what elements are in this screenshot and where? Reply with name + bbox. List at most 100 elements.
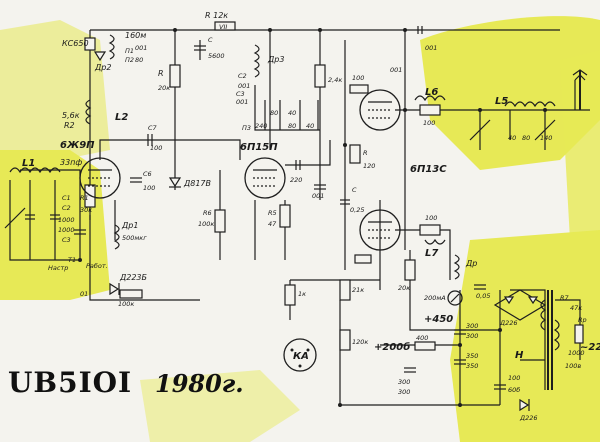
label-30k: 30к — [80, 206, 92, 214]
capacitor-220 — [295, 160, 301, 170]
label-47k: 47к — [570, 304, 582, 312]
diode-d817 — [168, 177, 182, 188]
resistor-100-grid — [354, 254, 372, 264]
tube-6zh9p — [79, 157, 121, 199]
label-60b: 60б — [508, 386, 520, 394]
resistor-100-l7 — [419, 224, 441, 236]
power-transformer — [540, 290, 560, 390]
label-140: 140 — [540, 134, 552, 142]
label-l7: L7 — [425, 248, 438, 259]
resistor-100-tube3 — [349, 84, 369, 94]
label-400: 400 — [416, 334, 428, 342]
resistor-100k — [119, 289, 143, 299]
label-l2: L2 — [115, 112, 128, 123]
inductor-l2 — [85, 99, 92, 125]
tube-6p13s-upper — [359, 89, 401, 131]
label-100e: 100 — [425, 214, 437, 222]
inductor-dr-plate — [453, 254, 460, 280]
label-1000b: 1000 — [58, 226, 75, 234]
label-2-4k: 2,4к — [328, 76, 342, 84]
capacitor-001-right — [314, 184, 326, 190]
label-r1: R1 — [80, 194, 89, 202]
label-tube2: 6П15П — [240, 142, 278, 153]
label-120: 120 — [363, 162, 375, 170]
label-r2: R2 — [64, 121, 75, 130]
label-220: 220 — [290, 176, 302, 184]
label-001c: 001 — [236, 98, 248, 106]
label-100f: 100 — [508, 374, 520, 382]
label-001e: 001 — [425, 44, 437, 52]
label-100d: 100 — [423, 119, 435, 127]
label-240: 240 — [255, 122, 267, 130]
label-n: Н — [515, 350, 524, 361]
capacitor-c7 — [147, 134, 153, 146]
capacitor-025 — [340, 199, 350, 205]
resistor-rp — [574, 324, 584, 344]
label-nastr: Настр — [48, 264, 68, 272]
tube-6p15p — [244, 157, 286, 199]
label-d226b: Д226 — [519, 414, 538, 422]
label-c7: C7 — [148, 124, 158, 132]
label-001a: 001 — [135, 44, 147, 52]
label-c3-filter: C3 — [236, 90, 245, 98]
label-300b: 300 — [466, 332, 478, 340]
components — [4, 21, 584, 412]
resistor-r5 — [279, 204, 291, 228]
resistor-vii — [214, 21, 236, 31]
label-300d: 300 — [398, 388, 410, 396]
capacitor-001-top — [417, 26, 423, 34]
label-d817: Д817В — [183, 179, 211, 188]
label-r7: R7 — [560, 294, 570, 302]
label-r-tube3: R — [363, 149, 368, 157]
junction-dots — [78, 28, 547, 407]
label-80c: 80 — [288, 122, 296, 130]
resistor-100-l6 — [419, 104, 441, 116]
label-300c: 300 — [398, 378, 410, 386]
label-21k: 21к — [352, 286, 364, 294]
label-c1: C1 — [62, 194, 71, 202]
meter-200ma — [447, 290, 463, 306]
label-350: 350 — [466, 352, 478, 360]
label-tube3: 6П13С — [410, 164, 447, 175]
label-40: 40 — [288, 109, 296, 117]
label-005: 0,05 — [476, 292, 490, 300]
label-dr-plate: Др — [465, 259, 477, 268]
inductor-l5 — [504, 101, 556, 108]
label-t1: T1 — [68, 256, 76, 264]
label-rp: Rp — [578, 316, 587, 324]
label-p1: П1 — [125, 47, 134, 55]
resistor-2-4k — [314, 64, 326, 88]
label-300a: 300 — [466, 322, 478, 330]
label-160m: 160м — [125, 31, 146, 40]
label-p3: П3 — [242, 124, 251, 132]
label-100k-a: 100к — [118, 300, 134, 308]
label-120k: 120к — [352, 338, 368, 346]
label-80d: 80 — [522, 134, 530, 142]
label-dr3: Др3 — [267, 55, 284, 64]
label-100k-b: 100к — [198, 220, 214, 228]
label-c3: C3 — [62, 236, 71, 244]
label-100a: 100 — [150, 144, 162, 152]
capacitor-005 — [474, 284, 486, 290]
label-l6: L6 — [425, 87, 438, 98]
capacitor-c — [194, 45, 206, 51]
label-c2: C2 — [62, 204, 71, 212]
wiring — [9, 29, 590, 406]
label-p2: П2 — [125, 56, 134, 64]
highlight-marks — [0, 16, 600, 442]
label-1000: 1000 — [568, 349, 585, 357]
inductor-160m — [108, 34, 115, 60]
label-kc650: КС650 — [62, 39, 89, 48]
label-c2-filter: C2 — [238, 72, 247, 80]
label-tube1: 6Ж9П — [60, 140, 95, 151]
resistor-120k — [339, 329, 351, 351]
label-001f: 001 — [390, 66, 402, 74]
resistor-400 — [414, 341, 436, 351]
year-label: 1980г. — [155, 369, 244, 398]
label-40c: 40 — [508, 134, 516, 142]
inductor-dr3 — [253, 44, 260, 78]
label-350b: 350 — [466, 362, 478, 370]
label-l5: L5 — [495, 96, 508, 107]
label-01: 01 — [80, 290, 88, 298]
